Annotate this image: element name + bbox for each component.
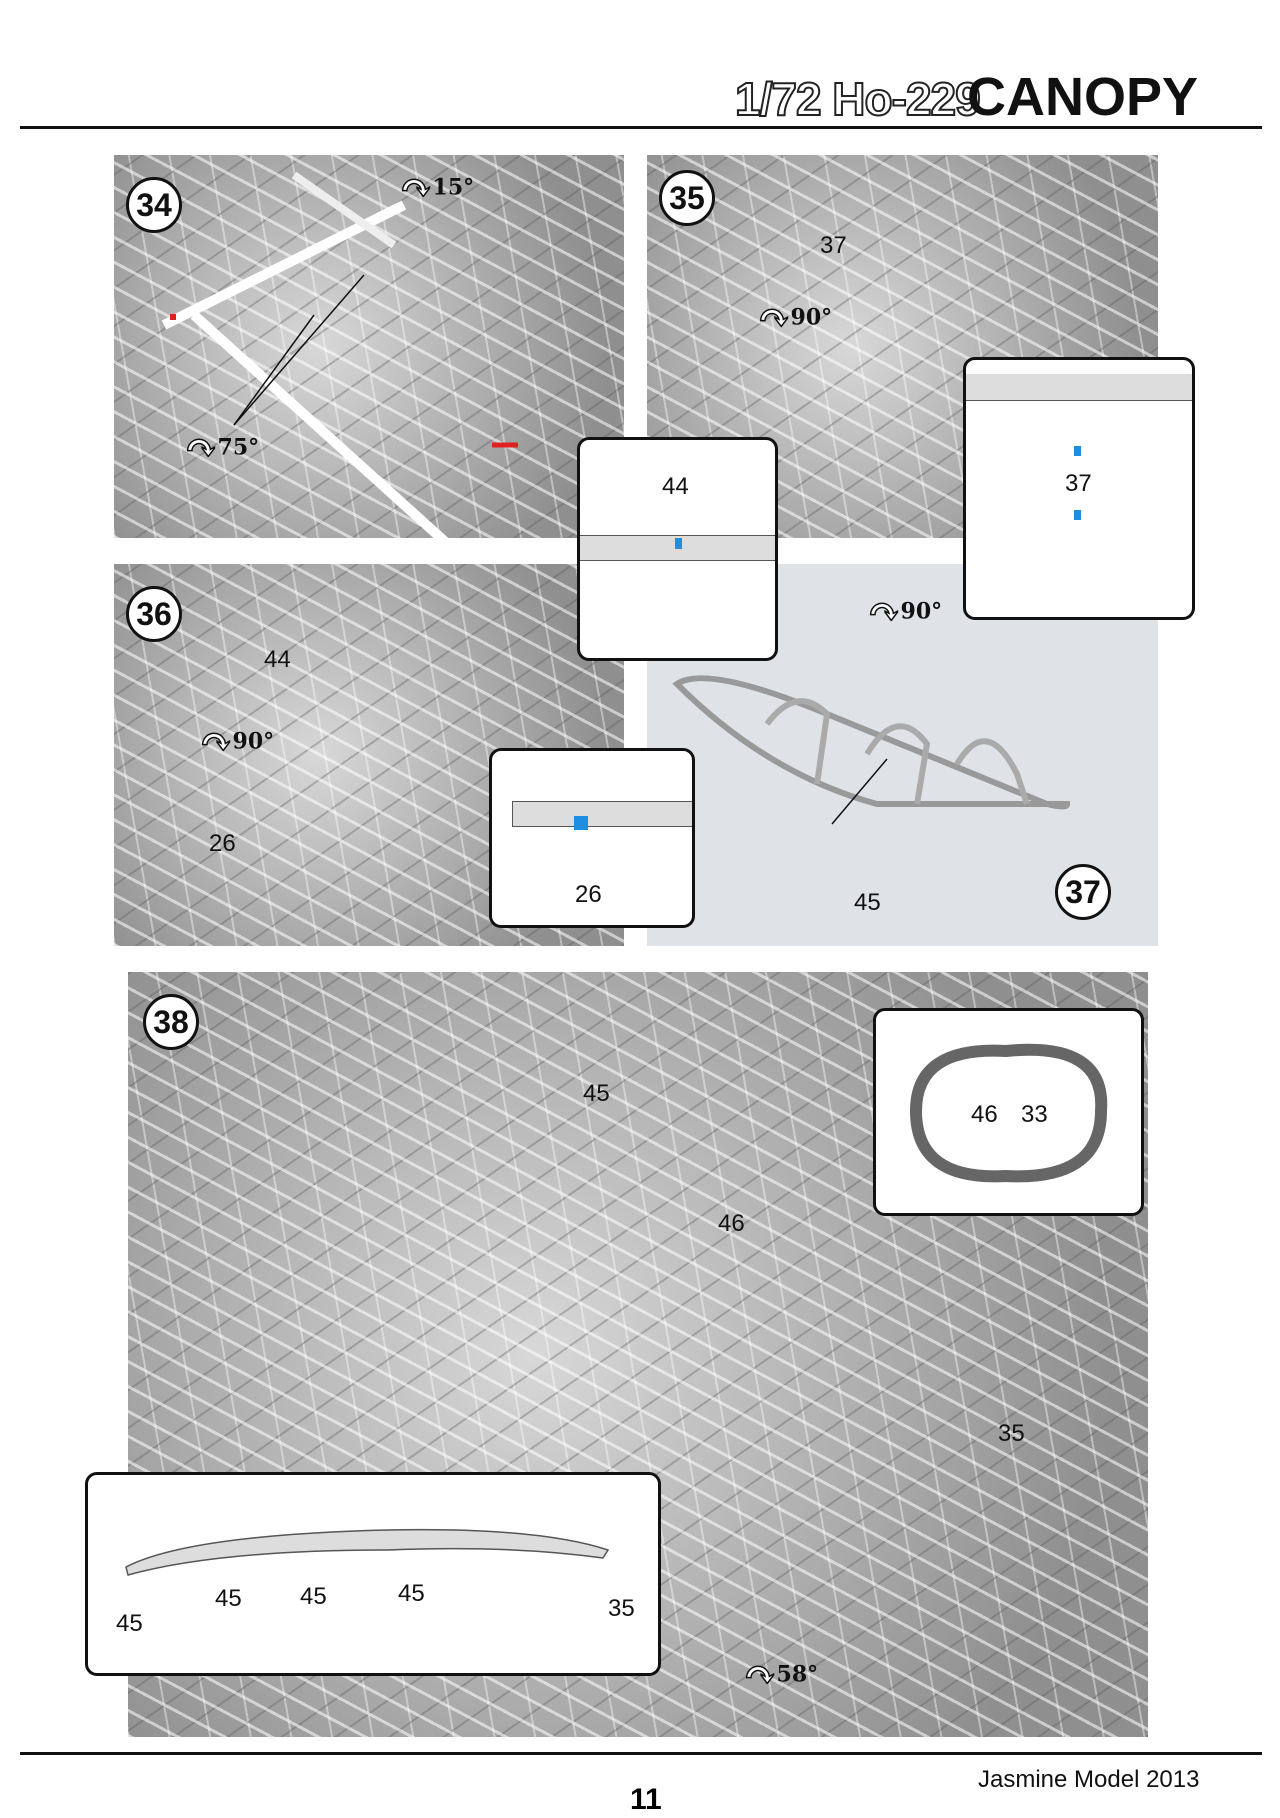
- part-label: 44: [264, 646, 291, 673]
- footer-rule: [20, 1752, 1262, 1755]
- step-number-badge: 36: [126, 586, 182, 642]
- part-label: 45: [583, 1080, 610, 1107]
- part-label: 26: [209, 830, 236, 857]
- detail-inset-37: 37: [963, 357, 1195, 620]
- brand-credit: Jasmine Model 2013: [978, 1766, 1200, 1793]
- part-label: 33: [1021, 1101, 1048, 1128]
- part-label: 44: [662, 473, 689, 500]
- rotate-arrow-icon: ↷58°: [742, 1651, 819, 1700]
- part-label: 45: [300, 1583, 327, 1610]
- page-number: 11: [630, 1783, 662, 1816]
- canopy-frame-part: [672, 675, 1071, 825]
- detail-inset-strip: 45 45 45 45 35: [85, 1472, 661, 1676]
- rotate-arrow-icon: ↷90°: [198, 718, 275, 767]
- part-label: 46: [718, 1210, 745, 1237]
- detail-inset-ring: 46 33: [873, 1008, 1144, 1216]
- part-label: 45: [215, 1585, 242, 1612]
- step-number-badge: 37: [1055, 864, 1111, 920]
- part-label: 37: [1065, 470, 1092, 497]
- detail-inset-26: 26: [489, 748, 695, 928]
- rotate-arrow-icon: ↷15°: [398, 164, 475, 213]
- rotate-arrow-icon: ↷90°: [866, 588, 943, 637]
- part-label: 35: [998, 1420, 1025, 1447]
- part-label: 45: [398, 1580, 425, 1607]
- step-34-photo: 34 ↷15° ↷75°: [114, 155, 624, 538]
- part-label: 45: [116, 1610, 143, 1637]
- detail-inset-44: 44: [577, 437, 778, 661]
- step-number-badge: 34: [126, 177, 182, 233]
- header-rule: [20, 126, 1262, 129]
- blue-marker: [675, 538, 682, 549]
- part-label: 45: [854, 889, 881, 916]
- part-label: 26: [575, 881, 602, 908]
- rotate-arrow-icon: ↷90°: [756, 294, 833, 343]
- step-number-badge: 35: [659, 170, 715, 226]
- section-title: CANOPY: [967, 67, 1199, 127]
- step-number-badge: 38: [143, 994, 199, 1050]
- model-title: 1/72 Ho-229: [734, 72, 982, 126]
- step-34-parts: [161, 171, 518, 538]
- part-label: 46: [971, 1101, 998, 1128]
- rotate-arrow-icon: ↷75°: [183, 424, 260, 473]
- part-label: 37: [820, 232, 847, 259]
- part-label: 35: [608, 1595, 635, 1622]
